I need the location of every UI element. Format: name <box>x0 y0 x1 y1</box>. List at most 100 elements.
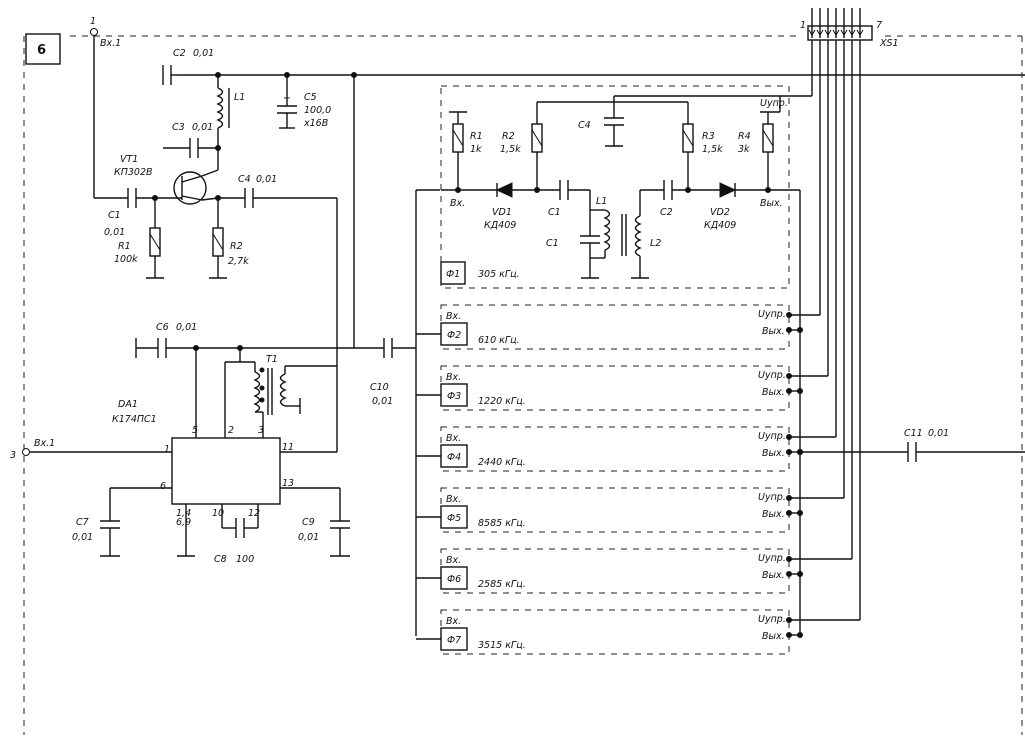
filter-freq: 3515 кГц. <box>478 640 526 651</box>
r1-ref: R1 <box>118 241 131 252</box>
sheet-number: 6 <box>37 43 46 58</box>
vt1-part: КП302В <box>114 167 153 178</box>
filter-freq: 1220 кГц. <box>478 396 526 407</box>
filter-in-label: Вх. <box>446 616 461 627</box>
c6-ref: C6 <box>156 322 169 333</box>
vt1-ref: VT1 <box>120 154 138 165</box>
filter-name: Ф3 <box>447 391 461 402</box>
filter-name: Ф7 <box>447 635 461 646</box>
c10-ref: C10 <box>370 382 389 393</box>
input-left-pin: 3 <box>10 450 16 461</box>
c8-value: 100 <box>236 554 254 565</box>
filter-input-bus <box>415 189 440 636</box>
da1-pin3: 3 <box>258 425 264 436</box>
c3-value: 0,01 <box>192 122 213 133</box>
filter-name: Ф5 <box>447 513 461 524</box>
filter-freq: 2440 кГц. <box>478 457 526 468</box>
da1-ref: DA1 <box>118 399 138 410</box>
c1-ref: C1 <box>108 210 121 221</box>
c1-value: 0,01 <box>104 227 125 238</box>
filter-out-label: Вых. <box>762 509 785 520</box>
vd1-ref: VD1 <box>492 207 512 218</box>
filter-in-label: Вх. <box>446 433 461 444</box>
c7-value: 0,01 <box>72 532 93 543</box>
da1-pin12: 12 <box>248 508 260 519</box>
da1-part: К174ПС1 <box>112 414 157 425</box>
f1-l2: L2 <box>650 238 661 249</box>
t1-ref: T1 <box>266 354 278 365</box>
filter-out-label: Вых. <box>762 631 785 642</box>
sheet-frame <box>23 35 1023 735</box>
f1-r1-value: 1k <box>470 144 482 155</box>
f1-in-label: Вх. <box>450 198 465 209</box>
filter-block-7: Вх. Ф7 3515 кГц. Uупр. Вых. <box>416 28 861 655</box>
c11-ref: C11 <box>904 428 923 439</box>
ic-da1: DA1 К174ПС1 5 2 3 1 11 6 13 1,4 6,9 10 1… <box>112 399 337 528</box>
filter-in-label: Вх. <box>446 555 461 566</box>
resistor-r2: R2 2,7k <box>209 195 249 279</box>
da1-pin-gnd-b: 6,9 <box>176 517 191 528</box>
input-top-label: Вх.1 <box>100 38 121 49</box>
capacitor-c11: C11 0,01 <box>797 428 1025 462</box>
c4-value: 0,01 <box>256 174 277 185</box>
c2-value: 0,01 <box>193 48 214 59</box>
resistor-r1: R1 100k <box>114 198 164 279</box>
c4-ref: C4 <box>238 174 251 185</box>
da1-pin5: 5 <box>192 425 198 436</box>
connector-xs1: 1 7 XS1 <box>800 8 899 49</box>
c2-ref: C2 <box>173 48 186 59</box>
xs1-pin-first: 1 <box>800 20 806 31</box>
filter-out-label: Вых. <box>762 326 785 337</box>
filter-ctrl-label: Uупр. <box>758 614 786 625</box>
l1-ref: L1 <box>234 92 245 103</box>
vd1-part: КД409 <box>484 220 516 231</box>
filter-in-label: Вх. <box>446 372 461 383</box>
f1-r4-ref: R4 <box>738 131 751 142</box>
f1-r3-ref: R3 <box>702 131 715 142</box>
da1-ground: C8 100 <box>177 504 259 565</box>
c9-value: 0,01 <box>298 532 319 543</box>
capacitor-c5: + C5 100,0 x16В <box>277 75 331 129</box>
r2-ref: R2 <box>230 241 243 252</box>
filter-in-label: Вх. <box>446 494 461 505</box>
da1-pin1: 1 <box>164 444 170 455</box>
f1-out-label: Вых. <box>760 198 783 209</box>
filter-name: Ф4 <box>447 452 461 463</box>
f1-c1-side: C1 <box>546 238 559 249</box>
filter-ctrl-label: Uупр. <box>758 431 786 442</box>
f1-r4-value: 3k <box>738 144 750 155</box>
filter-f1-detail: Вх. R1 1k VD1 КД409 R2 1,5k C1 <box>440 85 908 636</box>
f1-r2-ref: R2 <box>502 131 515 142</box>
f1-freq: 305 кГц. <box>478 269 520 280</box>
f1-r2-value: 1,5k <box>500 144 521 155</box>
filter-out-label: Вых. <box>762 387 785 398</box>
input-left-label: Вх.1 <box>34 438 55 449</box>
transistor-vt1: VT1 КП302В <box>114 154 219 205</box>
filter-ctrl-label: Uупр. <box>758 309 786 320</box>
transformer-t1: T1 <box>224 348 337 438</box>
capacitor-c2: C2 0,01 <box>162 48 214 85</box>
filter-name: Ф2 <box>447 330 461 341</box>
c5-ref: C5 <box>304 92 317 103</box>
input-top-pin: 1 <box>90 16 96 27</box>
capacitor-c7: C7 0,01 <box>72 487 172 557</box>
c9-ref: C9 <box>302 517 315 528</box>
svg-text:+: + <box>283 93 291 104</box>
da1-pin2: 2 <box>228 425 234 436</box>
da1-pin13: 13 <box>282 478 294 489</box>
c5-voltage: x16В <box>303 118 328 129</box>
f1-r3-value: 1,5k <box>702 144 723 155</box>
f1-c2: C2 <box>660 207 673 218</box>
f1-c1-top: C1 <box>548 207 561 218</box>
filter-out-label: Вых. <box>762 570 785 581</box>
capacitor-c4: C4 0,01 <box>218 174 338 452</box>
f1-r1-ref: R1 <box>470 131 483 142</box>
input-left: 3 Вх.1 <box>10 438 172 461</box>
filter-in-label: Вх. <box>446 311 461 322</box>
da1-pin11: 11 <box>282 442 294 453</box>
